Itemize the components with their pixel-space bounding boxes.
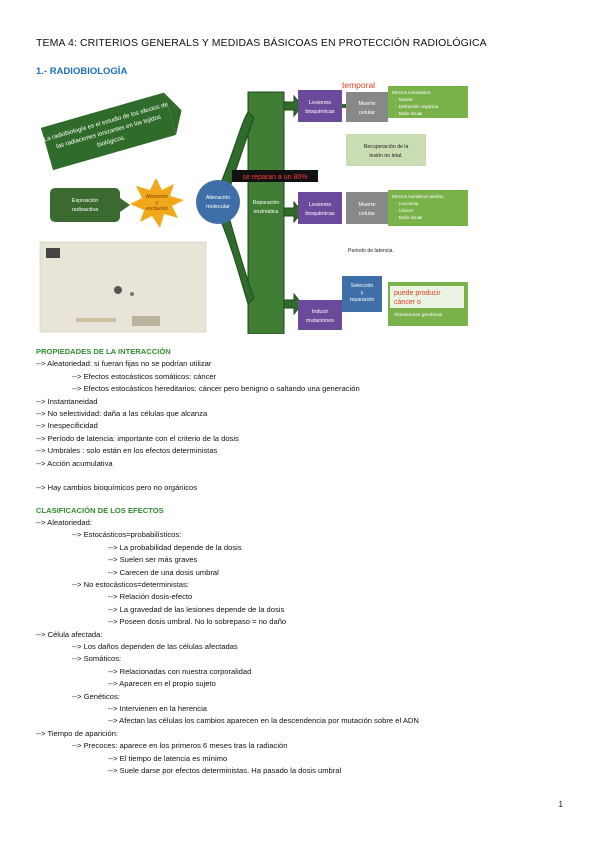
induce-label-2: mutaciones	[306, 318, 334, 324]
properties-heading: PROPIEDADES DE LA INTERACCIÓN	[36, 347, 171, 356]
selection-label-1: Selección	[351, 283, 374, 289]
list-item: --> No estocásticos=deterministas:	[72, 580, 189, 590]
list-item: --> Intervienen en la herencia	[108, 703, 207, 713]
list-item: --> Célula afectada:	[36, 629, 103, 639]
can-cause-label-2: cáncer o	[394, 299, 421, 306]
classification-heading: CLASIFICACIÓN DE LOS EFECTOS	[36, 505, 164, 515]
list-item: --> El tiempo de latencia es mínimo	[108, 753, 228, 763]
exposure-label-2: radioactiva	[72, 207, 100, 213]
death-mid-1: Muerte	[358, 202, 375, 208]
lesions-mid-1: Lesiones	[309, 202, 331, 208]
list-item: --> La probabilidad depende de la dosis	[108, 542, 242, 552]
repair-percent-note: se reparan a un 80%	[243, 174, 308, 181]
slide-thumbnail-image	[39, 241, 207, 333]
somatic-late-4: · Daño tisular	[396, 215, 423, 220]
alteration-label-1: Alteración	[206, 195, 230, 201]
list-item: --> Relacionadas con nuestra corporalida…	[108, 666, 252, 676]
list-item: --> Carecen de una dosis umbral	[108, 567, 219, 577]
exposure-label-1: Exposición	[72, 198, 99, 204]
repair-label-1: Reparación	[253, 200, 280, 206]
list-item: --> Umbrales : solo están en los efectos…	[36, 446, 218, 456]
somatic-late-2: · Leucemia	[396, 201, 419, 206]
somatic-late-3: · Cáncer	[396, 208, 414, 213]
selection-label-3: reparación	[350, 297, 375, 303]
properties-section: PROPIEDADES DE LA INTERACCIÓN --> Aleato…	[36, 346, 419, 777]
death-top-1: Muerte	[358, 101, 375, 107]
immediate-effects-4: · Daño tisular	[396, 111, 423, 116]
immediate-effects-3: · Disfunción orgánica	[396, 104, 439, 109]
list-item: --> Aleatoriedad: si fueran fijas no se …	[36, 359, 212, 369]
list-item: --> Aleatoriedad:	[36, 518, 92, 528]
list-item	[36, 470, 419, 482]
page-title: TEMA 4: CRITERIOS GENERALS Y MEDIDAS BÁS…	[36, 37, 487, 49]
list-item: --> Hay cambios bioquímicos pero no orgá…	[36, 483, 198, 493]
alteration-label-2: molecular	[206, 204, 230, 210]
page-number: 1	[558, 800, 563, 809]
list-item: --> Tiempo de aparición:	[36, 728, 119, 738]
lesions-top-1: Lesiones	[309, 100, 331, 106]
list-item: --> Efectos estocásticos hereditarios: c…	[72, 384, 360, 394]
classification-list: --> Aleatoriedad: --> Estocásticos=probab…	[36, 517, 419, 777]
list-item: --> Relación dosis-efecto	[108, 592, 193, 602]
list-item: --> Precoces: aparece en los primeros 6 …	[72, 741, 288, 751]
list-item: --> Afectan las células los cambios apar…	[108, 716, 419, 726]
genetic-alterations-label: Alteraciones genéticas	[394, 312, 443, 318]
properties-list: --> Aleatoriedad: si fueran fijas no se …	[36, 358, 419, 494]
lesions-top-2: bioquímicas	[305, 109, 335, 115]
absorption-label-1: Absorción	[146, 194, 168, 200]
section-heading-radiobiologia: 1.- RADIOBIOLOGÍA	[36, 66, 128, 77]
radiobiology-diagram: La radiobiología es el estudio de los ef…	[36, 82, 468, 334]
list-item: --> Somáticos:	[72, 654, 122, 664]
list-item: --> Instantaneidad	[36, 396, 98, 406]
list-item: --> No selectividad: daña a las células …	[36, 408, 208, 418]
recovery-label-2: lesión no letal.	[369, 153, 402, 159]
immediate-effects-2: · Muerte	[396, 97, 413, 102]
list-item: --> Aparecen en el propio sujeto	[108, 679, 216, 689]
death-mid-2: celular	[359, 211, 375, 217]
repair-label-2: enzimática	[254, 209, 279, 215]
list-item: --> Estocásticos=probabilísticos:	[72, 530, 182, 540]
list-item: --> La gravedad de las lesiones depende …	[108, 604, 285, 614]
immediate-effects-1: Efectos inmediatos:	[392, 90, 431, 95]
list-item: --> Efectos estocásticos somáticos: cánc…	[72, 371, 217, 381]
list-item: --> Los daños dependen de las células af…	[72, 641, 238, 651]
list-item: --> Período de latencia: importante con …	[36, 433, 239, 443]
death-top-2: celular	[359, 110, 375, 116]
list-item: --> Inespecificidad	[36, 421, 98, 431]
absorption-label-3: excitación	[146, 206, 168, 212]
list-item: --> Poseen dosis umbral. No lo sobrepaso…	[108, 617, 287, 627]
latency-label: Periodo de latencia.	[348, 248, 394, 254]
absorption-label-2: y	[156, 200, 159, 206]
temporal-label: temporal	[342, 82, 375, 90]
can-cause-label-1: puede producir	[394, 290, 441, 297]
list-item: --> Suele darse por efectos determinista…	[108, 765, 342, 775]
list-item: --> Acción acumulativa	[36, 458, 113, 468]
recovery-label-1: Recuperación de la	[364, 144, 409, 150]
list-item: --> Genéticos:	[72, 691, 120, 701]
somatic-late-1: Efectos somáticos tardíos	[392, 194, 444, 199]
list-item: --> Suelen ser más graves	[108, 555, 198, 565]
selection-label-2: y	[361, 290, 364, 296]
lesions-mid-2: bioquímicas	[305, 211, 335, 217]
induce-label-1: Inducir	[312, 309, 329, 315]
